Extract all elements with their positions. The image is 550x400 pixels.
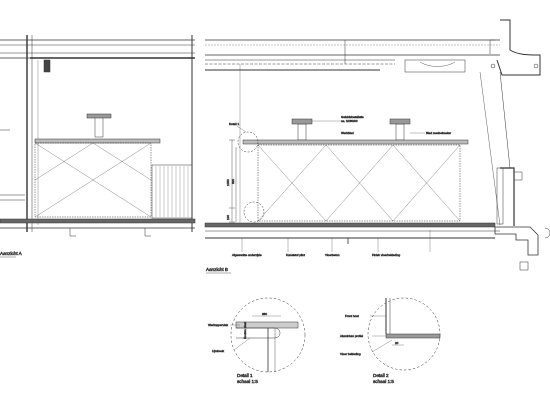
finish-floor-label: Finish vloerbekleding	[372, 253, 401, 257]
detail-2-label-3: Vloer bekleding	[340, 352, 361, 356]
detail-2-drawing: 20	[367, 297, 441, 371]
underside-label: Afgewerkte onderzijde	[232, 253, 262, 257]
detail-2-label-2: Aluminium profiel	[340, 334, 363, 338]
view-a-label: Aanzicht A	[0, 251, 23, 256]
detail-1-scale: schaal 1:5	[237, 379, 258, 384]
speaker-label-secondary: ca. 10/80/30	[341, 119, 358, 123]
detail-2-title: Detail 2	[373, 373, 389, 378]
detail-1-label-1: Werkoppervlak	[208, 323, 228, 327]
detail-1-title: Detail 1	[237, 373, 253, 378]
speaker-label: Geluidsinstallatie	[341, 115, 364, 119]
base-label: Kunststof plint	[286, 253, 305, 257]
view-b-label: Aanzicht B	[206, 267, 228, 272]
detail-1-ref-label: Detail 1	[229, 122, 240, 126]
detail-1-label-3: Lijmbeuk	[212, 349, 225, 353]
detail-1-drawing: 380	[230, 297, 306, 373]
detail-1-dim: 380	[262, 312, 267, 316]
dim-total-label: 1050	[226, 179, 230, 186]
view-b-elevation	[204, 19, 550, 271]
worktop-label: Blad meubelmaker	[426, 131, 451, 135]
detail-2-label-1: Front hout	[345, 314, 359, 318]
detail-2-scale: schaal 1:5	[373, 379, 394, 384]
detail-1-label-2: Houten plaat	[243, 322, 247, 339]
floor-label: Vloerbeton	[325, 253, 340, 257]
dim-upper-label: 920	[231, 179, 235, 184]
detail-2-dim: 20	[395, 341, 399, 345]
countertop-label: Werkblad	[341, 131, 354, 135]
view-a-elevation	[0, 35, 196, 237]
dim-lower-label: 100	[226, 215, 230, 220]
